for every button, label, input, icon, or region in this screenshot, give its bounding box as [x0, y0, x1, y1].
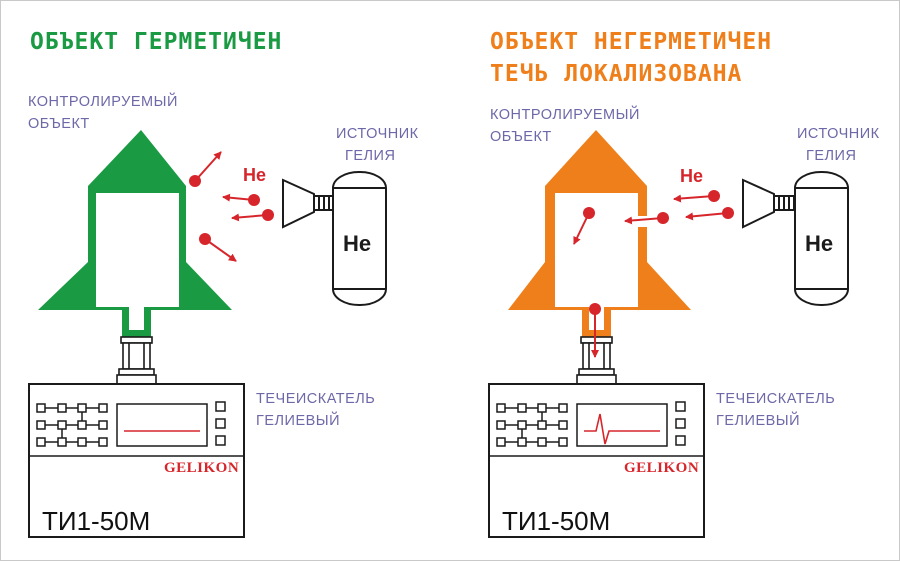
right-coupling	[576, 336, 617, 385]
left-model: ТИ1-50М	[42, 506, 150, 536]
left-helium-source	[282, 171, 387, 306]
right-brand: GELIKON	[624, 460, 699, 476]
left-object-cavity	[96, 193, 179, 307]
left-detector-label-line1: ТЕЧЕИСКАТЕЛЬ	[256, 391, 375, 407]
right-object-cavity	[555, 193, 638, 307]
left-detector-screen	[116, 403, 208, 447]
right-object-leak-gap	[637, 216, 649, 227]
right-detector-buttons	[675, 401, 686, 446]
left-source-label-line2: ГЕЛИЯ	[345, 148, 395, 164]
left-source-label-line1: ИСТОЧНИК	[336, 126, 419, 142]
right-object-label-line1: КОНТРОЛИРУЕМЫЙ	[490, 105, 640, 123]
right-title-line2: ТЕЧЬ ЛОКАЛИЗОВАНА	[490, 61, 742, 87]
left-brand: GELIKON	[164, 460, 239, 476]
left-detector-label-line2: ГЕЛИЕВЫЙ	[256, 411, 340, 429]
right-detector-schematic	[496, 403, 568, 447]
right-detector-label-line1: ТЕЧЕИСКАТЕЛЬ	[716, 391, 835, 407]
left-object-label-line1: КОНТРОЛИРУЕМЫЙ	[28, 92, 178, 110]
right-detector-label-line2: ГЕЛИЕВЫЙ	[716, 411, 800, 429]
right-object-label-line2: ОБЪЕКТ	[490, 129, 552, 145]
right-leak-detector: GELIKON ТИ1-50М	[488, 383, 705, 538]
left-title: ОБЪЕКТ ГЕРМЕТИЧЕН	[30, 29, 282, 55]
left-leak-detector: GELIKON ТИ1-50М	[28, 383, 245, 538]
left-helium-particles	[189, 151, 274, 262]
right-title-line1: ОБЪЕКТ НЕГЕРМЕТИЧЕН	[490, 29, 772, 55]
right-panel-leaking: ОБЪЕКТ НЕГЕРМЕТИЧЕН ТЕЧЬ ЛОКАЛИЗОВАНА КО…	[488, 29, 880, 538]
right-detector-screen	[576, 403, 668, 447]
left-panel-sealed: ОБЪЕКТ ГЕРМЕТИЧЕН КОНТРОЛИРУЕМЫЙ ОБЪЕКТ	[28, 29, 419, 538]
left-detector-buttons	[215, 401, 226, 446]
right-tank-label: He	[805, 231, 833, 256]
left-coupling	[116, 336, 157, 385]
right-screen-spike-signal	[584, 413, 660, 445]
left-detector-schematic	[36, 403, 108, 447]
right-source-label-line1: ИСТОЧНИК	[797, 126, 880, 142]
left-tank-label: He	[343, 231, 371, 256]
right-model: ТИ1-50М	[502, 506, 610, 536]
right-source-label-line2: ГЕЛИЯ	[806, 148, 856, 164]
right-helium-gas-label: He	[680, 166, 703, 186]
left-helium-gas-label: He	[243, 165, 266, 185]
left-object-neck	[129, 307, 144, 330]
right-helium-particles	[573, 190, 734, 358]
left-object-label-line2: ОБЪЕКТ	[28, 116, 90, 132]
right-helium-source	[742, 171, 849, 306]
